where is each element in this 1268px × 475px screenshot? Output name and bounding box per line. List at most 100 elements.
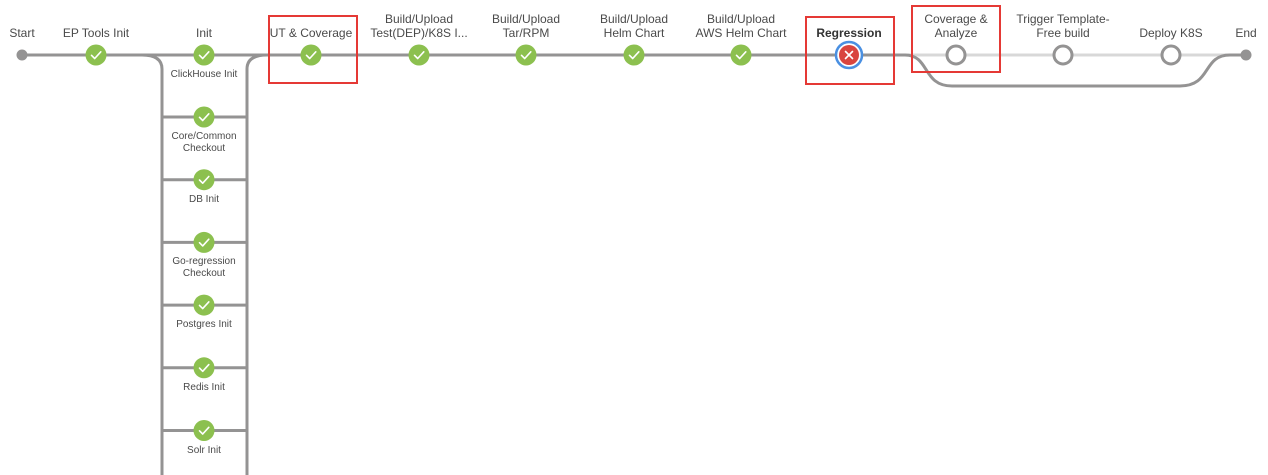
checkmark-icon (198, 426, 210, 435)
parallel-bus-left (140, 53, 164, 475)
stage-label-line: EP Tools Init (62, 26, 130, 40)
branch-solr-init-label[interactable]: Solr Init (187, 445, 221, 457)
stage-build-upload-tar-rpm-node[interactable] (515, 44, 537, 66)
branch-label-line: Redis Init (183, 381, 225, 393)
branch-db-init-node[interactable] (193, 169, 215, 191)
highlight-box (268, 15, 358, 84)
checkmark-icon (198, 301, 210, 310)
success-circle (623, 44, 645, 66)
branch-redis-init-node[interactable] (193, 357, 215, 379)
branch-label-line: Checkout (182, 143, 226, 154)
branch-db-init-label[interactable]: DB Init (189, 194, 219, 206)
success-circle (85, 44, 107, 66)
branch-label-line: ClickHouse Init (170, 69, 238, 80)
empty-circle-icon (1160, 44, 1182, 66)
success-circle (193, 294, 215, 316)
stage-label-line: Helm Chart (603, 26, 665, 40)
start-label: Start (9, 26, 35, 40)
stage-init-node[interactable] (193, 44, 215, 66)
checkmark-icon (520, 51, 532, 60)
branch-redis-init-label[interactable]: Redis Init (183, 382, 225, 394)
stage-label-line: Analyze (934, 26, 978, 40)
branch-label-line: Solr Init (187, 444, 221, 456)
checkmark-icon (305, 51, 317, 60)
empty-circle-icon (945, 44, 967, 66)
stage-ut-coverage-node[interactable] (300, 44, 322, 66)
stage-label-line: Tar/RPM (502, 26, 550, 40)
success-circle (300, 44, 322, 66)
end-label: End (1235, 26, 1257, 40)
start-dot (16, 49, 28, 61)
empty-circle-icon (1052, 44, 1074, 66)
stage-label-line: Test(DEP)/K8S I... (370, 26, 468, 40)
bypass-connector (847, 53, 1248, 88)
end-dot (1240, 49, 1252, 61)
stage-build-upload-helm-chart-node[interactable] (623, 44, 645, 66)
stage-regression-label[interactable]: Regression (816, 26, 881, 40)
stage-label-line: Build/Upload (491, 12, 561, 26)
checkmark-icon (198, 238, 210, 247)
stage-label-line: Build/Upload (599, 12, 669, 26)
stage-label-line: Deploy K8S (1139, 26, 1203, 40)
stage-label-line: UT & Coverage (269, 26, 353, 40)
stage-ep-tools-init-label[interactable]: EP Tools Init (63, 26, 129, 40)
stage-label-line: Init (195, 26, 213, 40)
stage-trigger-template-free-build-node[interactable] (1052, 44, 1074, 66)
checkmark-icon (198, 113, 210, 122)
branch-label-line: Core/Common (171, 131, 237, 142)
success-circle (515, 44, 537, 66)
branch-postgres-init-node[interactable] (193, 294, 215, 316)
branch-label-line: DB Init (188, 193, 220, 205)
success-circle (193, 44, 215, 66)
branch-core-common-checkout-node[interactable] (193, 106, 215, 128)
stage-build-upload-test-dep-k8s-i-node[interactable] (408, 44, 430, 66)
highlight-box (805, 16, 895, 85)
stage-label-line: Regression (816, 26, 882, 40)
success-circle (408, 44, 430, 66)
branch-go-regression-checkout-node[interactable] (193, 231, 215, 253)
stage-label-line: Coverage & (924, 12, 988, 26)
checkmark-icon (198, 363, 210, 373)
checkmark-icon (413, 51, 425, 60)
stage-init-label[interactable]: Init (196, 26, 212, 40)
checkmark-icon (198, 175, 210, 184)
success-circle (730, 44, 752, 66)
success-circle (193, 357, 215, 379)
branch-label-line: Checkout (182, 268, 226, 280)
connectors (20, 53, 1248, 475)
stage-label-line: Build/Upload (384, 12, 454, 26)
highlight-box (911, 5, 1001, 73)
stage-ep-tools-init-node[interactable] (85, 44, 107, 66)
stage-coverage-analyze-node[interactable] (945, 44, 967, 66)
stage-label-line: Free build (1036, 26, 1090, 40)
checkmark-icon (90, 51, 102, 60)
stage-deploy-k8s-label[interactable]: Deploy K8S (1139, 26, 1202, 40)
success-circle (193, 420, 215, 441)
cross-icon (844, 50, 854, 60)
branch-postgres-init-label[interactable]: Postgres Init (176, 319, 232, 331)
success-circle (193, 106, 215, 128)
success-circle (193, 231, 215, 253)
branch-clickhouse-init-label[interactable]: ClickHouse Init (171, 69, 238, 81)
branch-label-line: Go-regression (172, 256, 236, 268)
stage-label-line: Build/Upload (706, 12, 776, 26)
stage-deploy-k8s-node[interactable] (1160, 44, 1182, 66)
branch-solr-init-node[interactable] (193, 420, 215, 441)
checkmark-icon (735, 51, 747, 60)
checkmark-icon (628, 51, 640, 60)
stage-regression-node[interactable] (834, 40, 864, 70)
stage-build-upload-aws-helm-chart-node[interactable] (730, 44, 752, 66)
stage-coverage-analyze-label[interactable]: Coverage &Analyze (924, 12, 987, 40)
stage-ut-coverage-label[interactable]: UT & Coverage (270, 26, 352, 40)
branch-label-line: Postgres Init (176, 319, 232, 331)
checkmark-icon (198, 51, 210, 60)
stage-label-line: AWS Helm Chart (695, 26, 787, 40)
stage-trigger-template-free-build-label[interactable]: Trigger Template-Free build (1016, 12, 1109, 40)
